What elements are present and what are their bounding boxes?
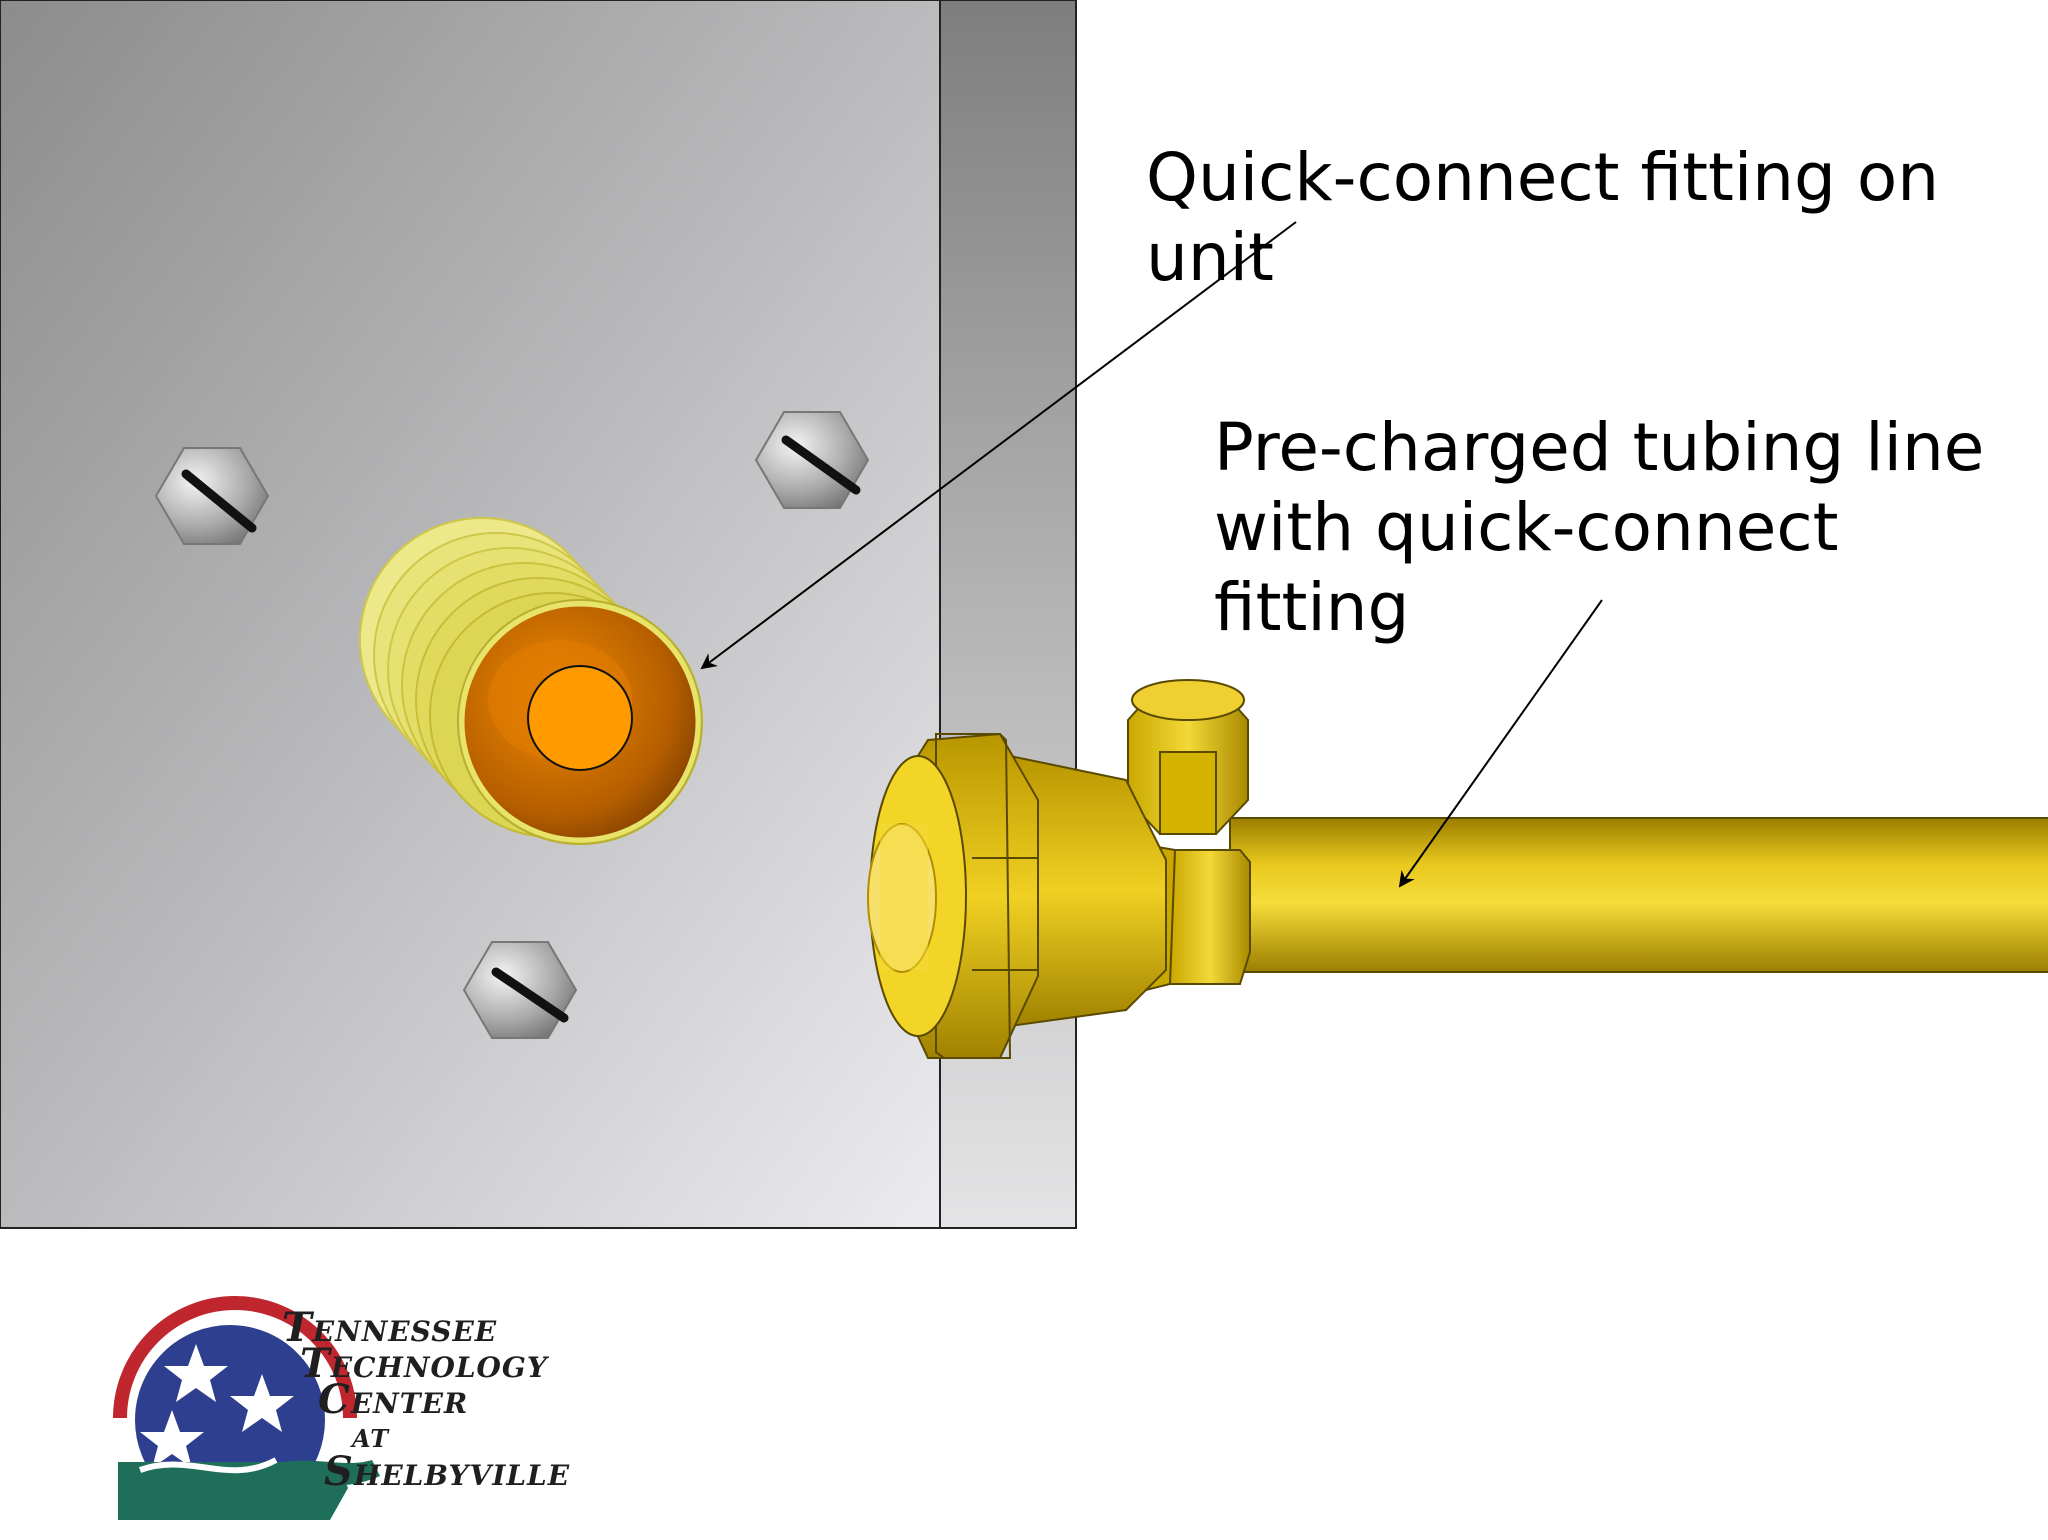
tennessee-logo-emblem [113, 1296, 380, 1532]
logo-line-shelbyville: Shelbyville [324, 1448, 571, 1495]
label-precharged-tubing: Pre-charged tubing line with quick-conne… [1214, 409, 1985, 646]
logo-text: Tennessee Technology Center at Shelbyvil… [282, 1304, 571, 1495]
leader-quick-connect [700, 221, 1297, 670]
unit-panel [0, 0, 1077, 1229]
precharged-tubing-line [867, 679, 2048, 1059]
bolt-icon [754, 411, 870, 509]
unit-quick-connect-fitting [359, 517, 703, 845]
label-quick-connect-fitting: Quick-connect fitting on unit [1146, 139, 1940, 296]
logo-line-technology: Technology [300, 1340, 548, 1387]
bolt-icon [462, 941, 578, 1039]
logo-line-tennessee: Tennessee [282, 1304, 498, 1351]
logo-line-center: Center [318, 1376, 469, 1423]
logo-line-at: at [352, 1416, 390, 1456]
leader-tubing [1398, 599, 1603, 888]
bolt-icon [154, 447, 270, 545]
